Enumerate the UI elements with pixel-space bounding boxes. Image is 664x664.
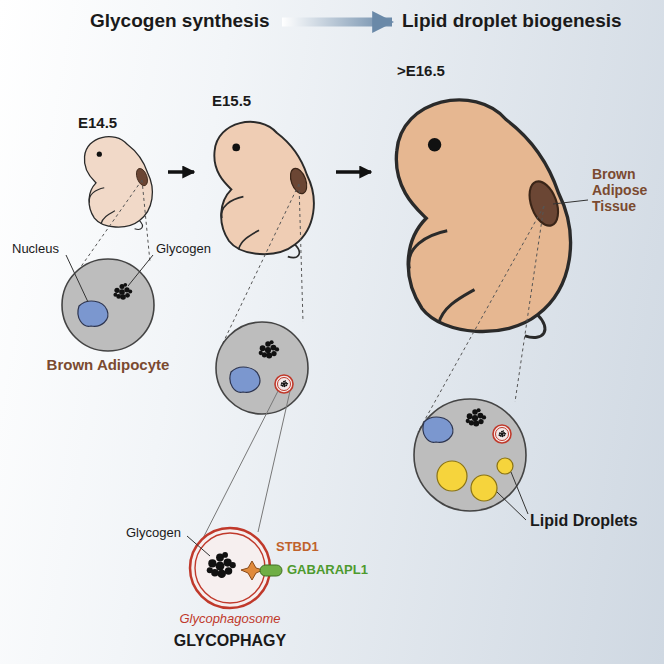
organelle-label: Glycophagosome: [179, 612, 280, 627]
stage-arrow: [168, 170, 194, 174]
embryo-stage: E15.5: [198, 90, 332, 262]
protein-label: GABARAPL1: [287, 563, 368, 578]
embryo-stage: E14.5: [72, 112, 164, 234]
part-label: Glycogen: [156, 242, 211, 257]
protein-label: STBD1: [276, 540, 319, 555]
node-text: Lipid droplet biogenesis: [402, 10, 624, 32]
cell-label: Brown Adipocyte: [47, 356, 170, 373]
embryo-stage: >E16.5: [375, 60, 590, 345]
stage-arrow: [336, 170, 371, 174]
stage-heading: Glycogen synthesis: [88, 8, 274, 36]
part-label: Nucleus: [12, 242, 59, 257]
part-label: Lipid Droplets: [530, 512, 638, 530]
stage-heading: Lipid droplet biogenesis: [400, 8, 626, 36]
process-label: GLYCOPHAGY: [174, 632, 286, 650]
stage-arrow: [282, 18, 392, 27]
node-text: E14.5: [78, 114, 162, 131]
node-text: E15.5: [212, 92, 330, 109]
part-label: Glycogen: [126, 526, 181, 541]
tissue-label: Brown Adipose Tissue: [592, 166, 660, 214]
node-text: Glycogen synthesis: [90, 10, 272, 32]
node-text: >E16.5: [397, 62, 588, 79]
